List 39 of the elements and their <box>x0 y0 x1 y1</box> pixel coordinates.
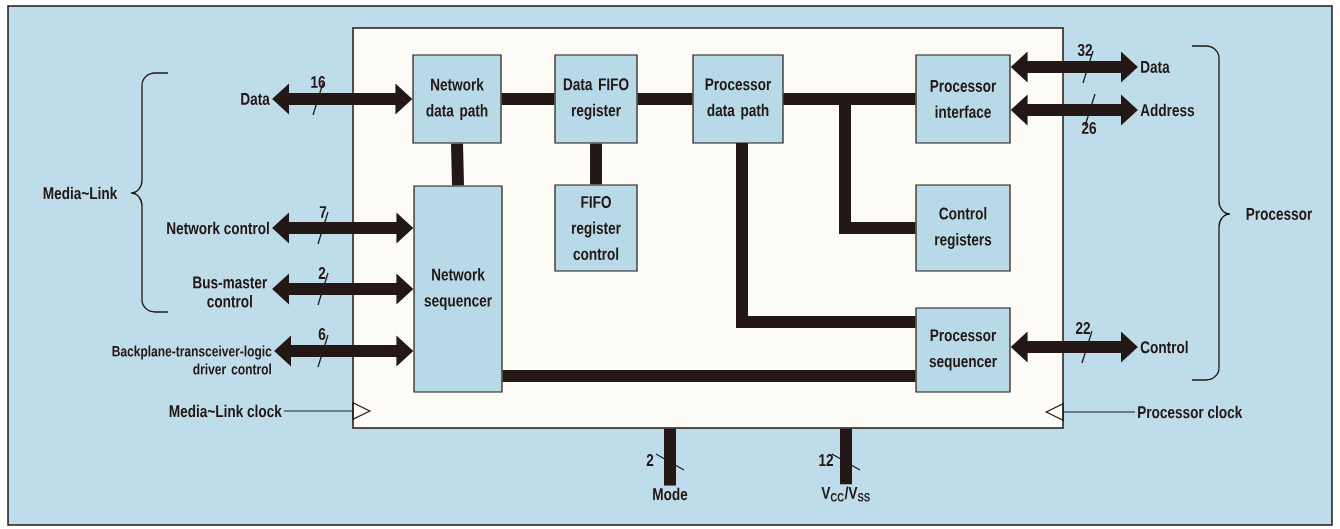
signal-label: Processor clock <box>1138 405 1243 419</box>
bus-line <box>451 143 464 186</box>
block-box: Control registers <box>915 184 1011 272</box>
edge-label: 2 <box>646 454 654 466</box>
edge-label: 22 <box>1075 322 1090 334</box>
signal-label: Data <box>241 93 270 105</box>
edge-label: 2 <box>318 267 326 279</box>
signal-label: Mode <box>653 487 688 501</box>
block-box: Processor interface <box>915 54 1011 144</box>
bus-line <box>840 428 852 485</box>
signal-label: Network control <box>167 221 269 235</box>
group-label: Processor <box>1246 208 1313 220</box>
bus-line <box>501 93 555 105</box>
bus-line <box>637 93 693 105</box>
edge-label: 12 <box>819 454 833 466</box>
bus-line <box>736 143 916 328</box>
bus-line <box>783 93 916 234</box>
signal-label: Data <box>1141 61 1170 73</box>
block-box: Network data path <box>412 54 502 144</box>
group-label: Media~Link <box>43 186 118 200</box>
block-box: Processor sequencer <box>915 307 1011 393</box>
signal-label: V$_{CC}$/V$_{SS}$ <box>821 486 870 502</box>
signal-label: Bus-master control <box>193 276 267 308</box>
bus-line <box>664 428 676 486</box>
edge-label: 32 <box>1077 43 1092 56</box>
signal-label: Address <box>1140 103 1195 117</box>
edge-label: 6 <box>318 327 326 340</box>
signal-label: Media~Link clock <box>169 404 282 418</box>
block-box: Network sequencer <box>413 185 503 393</box>
block-box: Processor data path <box>692 54 784 144</box>
edge-label: 7 <box>319 206 327 218</box>
block-box: FIFO register control <box>554 184 638 272</box>
bus-line <box>502 370 916 382</box>
edge-label: 16 <box>311 76 326 88</box>
edge-label: 26 <box>1081 121 1097 134</box>
signal-label: Backplane-transceiver-logic driver control <box>112 345 272 375</box>
block-box: Data FIFO register <box>554 54 638 144</box>
bus-line <box>590 143 602 185</box>
signal-label: Control <box>1140 340 1188 354</box>
